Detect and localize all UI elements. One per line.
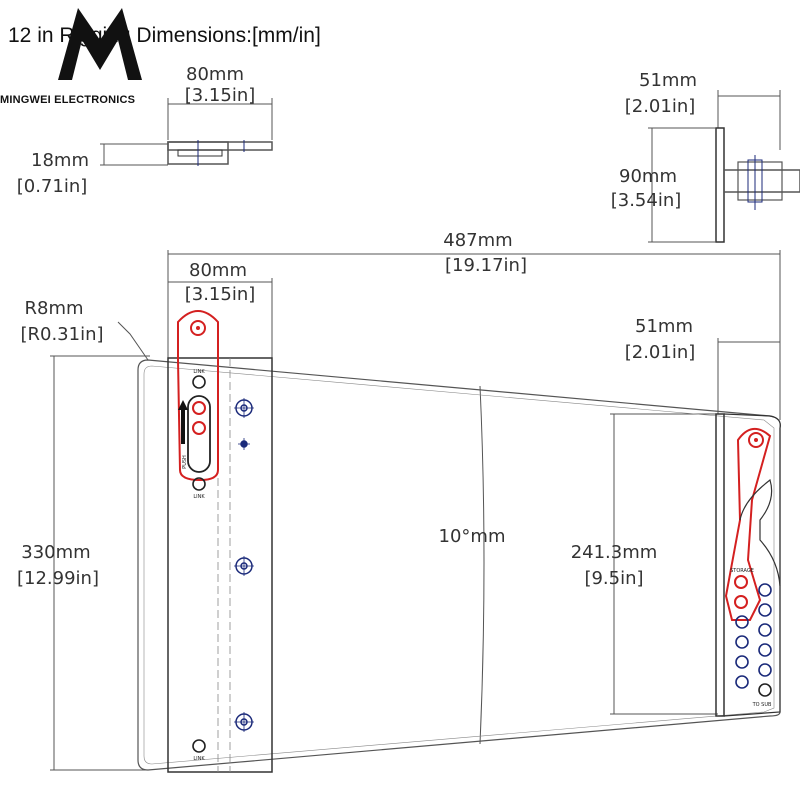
top-left-width-in: [3.15in] <box>185 85 256 106</box>
top-right-height-in: [3.54in] <box>611 190 682 211</box>
link-label-bottom: LINK <box>193 756 205 762</box>
top-left-width-mm: 80mm <box>186 64 244 85</box>
main-dimension-lines <box>50 250 781 771</box>
top-left-height-mm: 18mm <box>31 150 89 171</box>
link-label-top: LINK <box>193 369 205 375</box>
overall-length-mm: 487mm <box>443 230 512 251</box>
rear-rigging-plate: STORAGE TO SUB <box>715 413 781 717</box>
storage-label: STORAGE <box>730 568 754 574</box>
mingwei-logo <box>58 8 142 80</box>
top-right-view <box>648 90 800 243</box>
top-left-view <box>100 98 273 166</box>
top-right-height-mm: 90mm <box>619 166 677 187</box>
to-sub-label: TO SUB <box>752 702 772 708</box>
push-label: PUSH <box>182 455 188 469</box>
cabinet-outline <box>137 359 781 771</box>
rear-height-in: [9.5in] <box>584 568 643 589</box>
link-label-mid: LINK <box>193 494 205 500</box>
front-width-in: [3.15in] <box>185 284 256 305</box>
rear-height-mm: 241.3mm <box>571 542 658 563</box>
rear-width-in: [2.01in] <box>625 342 696 363</box>
front-width-mm: 80mm <box>189 260 247 281</box>
top-right-width-in: [2.01in] <box>625 96 696 117</box>
angle-label: 10°mm <box>439 526 506 547</box>
brand-name: MINGWEI ELECTRONICS <box>0 94 136 106</box>
radius-in: [R0.31in] <box>20 324 103 345</box>
height-mm: 330mm <box>21 542 90 563</box>
front-rigging-plate: LINK PUSH LINK LINK <box>167 310 273 773</box>
radius-mm: R8mm <box>24 298 83 319</box>
top-right-width-mm: 51mm <box>639 70 697 91</box>
overall-length-in: [19.17in] <box>445 255 527 276</box>
rear-width-mm: 51mm <box>635 316 693 337</box>
height-in: [12.99in] <box>17 568 99 589</box>
top-left-height-in: [0.71in] <box>17 176 88 197</box>
